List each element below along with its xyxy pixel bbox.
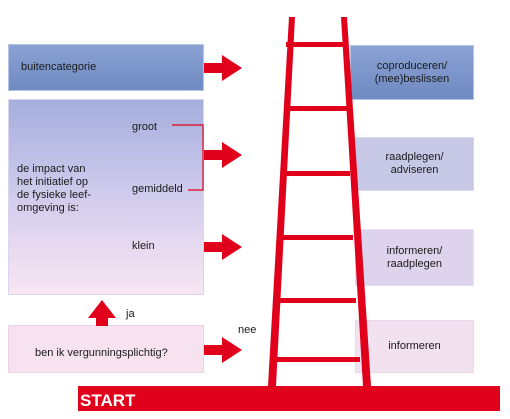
level-high-label: groot	[132, 121, 158, 133]
rung1-box: coproduceren/ (mee)beslissen	[350, 45, 474, 100]
category-box: buitencategorie	[8, 44, 204, 91]
ladder-right-rail	[341, 17, 371, 386]
arrow-up-icon	[88, 300, 116, 326]
rung2-label-line1: raadplegen/	[385, 151, 444, 163]
start-label: START	[80, 391, 136, 410]
arrow-right-icon	[204, 142, 242, 168]
category-label: buitencategorie	[21, 61, 97, 73]
rung4-label: informeren	[388, 340, 441, 352]
arrow-right-icon	[204, 55, 242, 81]
no-label: nee	[238, 324, 257, 336]
level-bracket	[172, 124, 204, 191]
rung4-box: informeren	[355, 320, 474, 373]
start-bar	[78, 386, 500, 411]
impact-box	[8, 99, 204, 295]
level-low-label: klein	[132, 240, 155, 252]
yes-label: ja	[126, 308, 135, 320]
ladder-rung	[274, 357, 360, 362]
question-label: ben ik vergunningsplichtig?	[35, 347, 168, 359]
rung1-label-line2: (mee)beslissen	[374, 72, 450, 85]
rung1-label-line1: coproduceren/	[376, 59, 448, 72]
level-medium-label: gemiddeld	[132, 183, 183, 195]
rung2-label-line2: adviseren	[390, 164, 439, 176]
ladder-left-rail	[268, 17, 295, 386]
ladder-rung	[285, 106, 347, 111]
ladder-rung	[283, 171, 350, 176]
rung3-label-line2: raadplegen	[386, 257, 443, 270]
rung3-box: informeren/ raadplegen	[355, 229, 474, 286]
question-box: ben ik vergunningsplichtig?	[8, 325, 204, 373]
ladder-rung	[280, 235, 353, 240]
arrow-right-icon	[204, 337, 242, 363]
ladder-rung	[277, 298, 356, 303]
rung3-label-line1: informeren/	[386, 244, 443, 257]
ladder-rung	[286, 42, 345, 47]
impact-label: de impact van het initiatief op de fysie…	[17, 163, 91, 214]
rung2-box: raadplegen/ adviseren	[355, 137, 474, 191]
arrow-right-icon	[204, 234, 242, 260]
